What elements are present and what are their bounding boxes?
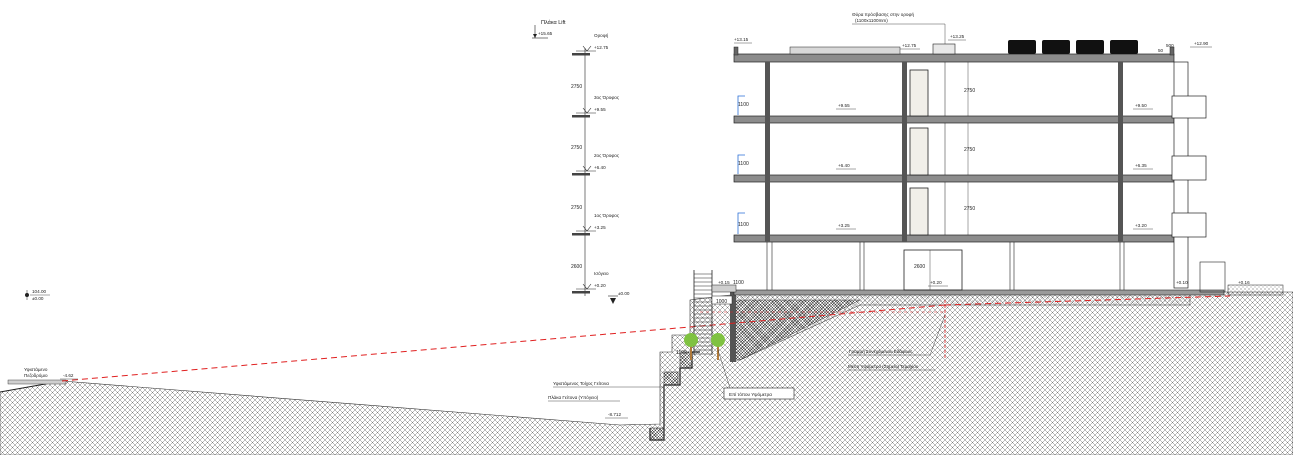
level-scale-dim-0: 2750 [571,84,582,90]
retaining-wall [730,292,736,362]
existing-sidewalk-line2: Πεζοδρόμιο [24,372,48,379]
ground-line-callouts: Γραμμή Συνεχόμενου Εδάφους Μέση Υψόμετρο… [847,314,946,371]
rail-dim-ground: 1100 [733,280,744,286]
level-scale-tick-0 [576,45,596,52]
roof-slab [733,53,1175,63]
level-scale-value-0: +12.75 [594,45,609,50]
roof-access-note: Θύρα πρόσβασης στην οροφή (1100x1100mm) [852,11,946,44]
dim-ground: 2600 [914,264,925,270]
floor-dimensions [929,62,969,290]
lift-slab-marker: Πλάκα Lift +15.65 [532,19,566,39]
level-scale-name-2: 2ος Όροφος [594,153,620,158]
dim-storey-1: 2750 [964,206,975,212]
rail-dim-2: 1100 [738,161,749,167]
right-ext-level-b: +0.16 [1238,280,1250,285]
level-scale-tick-4 [576,283,596,290]
lift-slab-level: +15.65 [538,31,553,36]
f3-right-level: +9.50 [1135,103,1147,108]
sidewalk-annotation: Υφιστάμενο Πεζοδρόμιο -4.62 [24,366,78,380]
level-scale-tick-2 [576,165,596,172]
roof-access-title: Θύρα πρόσβασης στην οροφή [852,11,914,17]
level-scale-tick-3 [576,225,596,232]
level-scale-name-4: Ισόγειο [594,270,609,276]
level-scale-slab-0 [572,53,590,56]
average-height-label: Μέση Υψόμετρο (Σημείο) Τεμαχίου [848,363,919,369]
tree-1 [684,333,698,360]
neighbor-wall-label: Υφιστάμενος Τοίχος Γείτονα [553,380,609,386]
base-level: ±0.00 [618,291,630,296]
neighbor-wall-dim: 1100 [676,350,687,356]
natural-ground-label: Γραμμή Συνεχόμενου Εδάφους [849,348,913,354]
roof-small-b: 50 [1158,48,1164,53]
level-scale-value-3: +3.25 [594,225,606,230]
f1-right-level: +3.20 [1135,223,1147,228]
slab-3rd-floor [733,115,1175,124]
level-scale-dim-3: 2600 [571,264,582,270]
neighbor-slab-level: -8.712 [608,412,621,417]
level-scale-dim-2: 2750 [571,205,582,211]
roof-mid-level: +12.75 [902,43,917,48]
dim-storey-3: 2750 [964,88,975,94]
rail-dim-1: 1100 [738,222,749,228]
site-survey-label: Επί τόπου Υψόμετρα [729,391,772,397]
datum-bottom: ±0.00 [32,296,44,301]
sidewalk-slab [7,379,67,385]
neighbor-slab-label: Πλάκα Γείτονα (Υπόγειο) [548,394,599,400]
roof-access-hatch [932,43,956,55]
building-section [711,40,1284,305]
rail-dim-low: 1000 [716,299,727,305]
sidewalk-level: -4.62 [63,373,74,378]
slab-ground [733,289,1225,296]
level-scale-name-3: 1ος Όροφος [594,213,620,218]
floor-level-tags: +9.55 +9.50 +6.40 +6.35 +3.25 +3.20 +0.2… [718,103,1250,287]
tree-2 [711,333,725,360]
natural-ground-line [61,304,946,382]
ground-left-level: +0.15 [718,280,730,285]
level-scale-slab-4 [572,291,590,294]
dim-storey-2: 2750 [964,147,975,153]
roof-hatch-level: +13.25 [950,34,965,39]
rooftop-ac-units [1008,40,1138,54]
roof-level-tags: +13.15 +12.75 +13.25 +12.90 500 50 [734,34,1212,53]
level-scale-value-2: +6.40 [594,165,606,170]
level-scale-name-0: Οροφή [594,32,609,38]
f1-left-level: +3.25 [838,223,850,228]
lift-slab-label: Πλάκα Lift [541,19,566,26]
level-scale: Οροφή +12.75 3ος Όροφος +9.55 2ος Όροφος +6.4… [571,32,630,304]
neighbor-wall-annotation: Υφιστάμενος Τοίχος Γείτονα Πλάκα Γείτονα… [548,350,687,419]
level-scale-slab-2 [572,173,590,176]
rail-dim-3: 1100 [738,102,749,108]
level-scale-value-1: +9.55 [594,107,606,112]
datum-marker: 104.00 ±0.00 [25,289,50,301]
datum-top: 104.00 [32,289,46,294]
slab-2nd-floor [733,174,1175,183]
lift-core-ground [903,249,963,291]
level-scale-name-1: 3ος Όροφος [594,95,620,100]
level-scale-tick-1 [576,107,596,114]
f2-right-level: +6.35 [1135,163,1147,168]
level-scale-dim-1: 2750 [571,145,582,151]
slab-1st-floor [733,234,1175,243]
terrain-hatch [0,291,1293,455]
roof-left-parapet-level: +13.15 [734,37,749,42]
f3-left-level: +9.55 [838,103,850,108]
roof-access-subtitle: (1100x1100mm) [855,18,888,23]
ground-level: +0.20 [930,280,942,285]
level-scale-slab-3 [572,233,590,236]
existing-sidewalk-line1: Υφιστάμενο [24,366,48,372]
roof-small-a: 500 [1166,43,1174,48]
level-scale-slab-1 [572,115,590,118]
roof-right-level: +12.90 [1194,41,1209,46]
level-scale-value-4: +0.20 [594,283,606,288]
f2-left-level: +6.40 [838,163,850,168]
right-ext-level-a: +0.10 [1176,280,1188,285]
site-survey-callout: Επί τόπου Υψόμετρα [717,349,795,400]
